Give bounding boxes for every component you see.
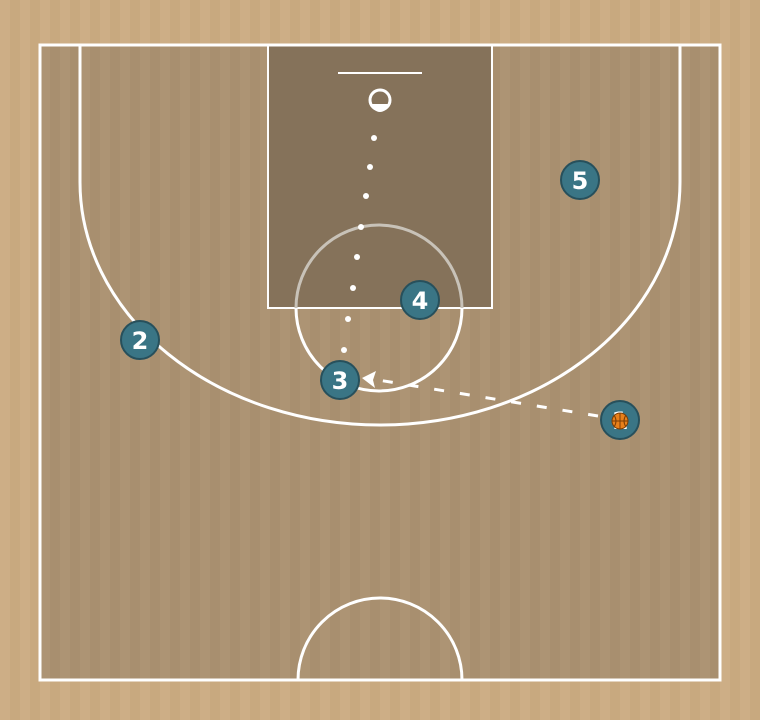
lane-line [267, 44, 493, 309]
player-label: 5 [572, 167, 589, 195]
player-2[interactable]: 2 [120, 320, 160, 360]
player-4[interactable]: 4 [400, 280, 440, 320]
player-3[interactable]: 3 [320, 360, 360, 400]
player-1[interactable]: 1 [600, 400, 640, 440]
free-throw-circle-bottom [294, 307, 464, 393]
player-5[interactable]: 5 [560, 160, 600, 200]
player-label: 2 [132, 327, 149, 355]
pass-arrow [362, 371, 599, 418]
player-label: 3 [332, 367, 349, 395]
arrowhead-icon [362, 371, 376, 388]
three-point-line [78, 45, 682, 427]
basket-rim-icon [368, 88, 392, 112]
paint-area [268, 45, 492, 308]
basketball-icon [611, 412, 629, 430]
free-throw-circle-top [294, 223, 464, 309]
center-circle [296, 596, 464, 681]
player-label: 4 [412, 287, 429, 315]
cut-path [341, 135, 377, 353]
